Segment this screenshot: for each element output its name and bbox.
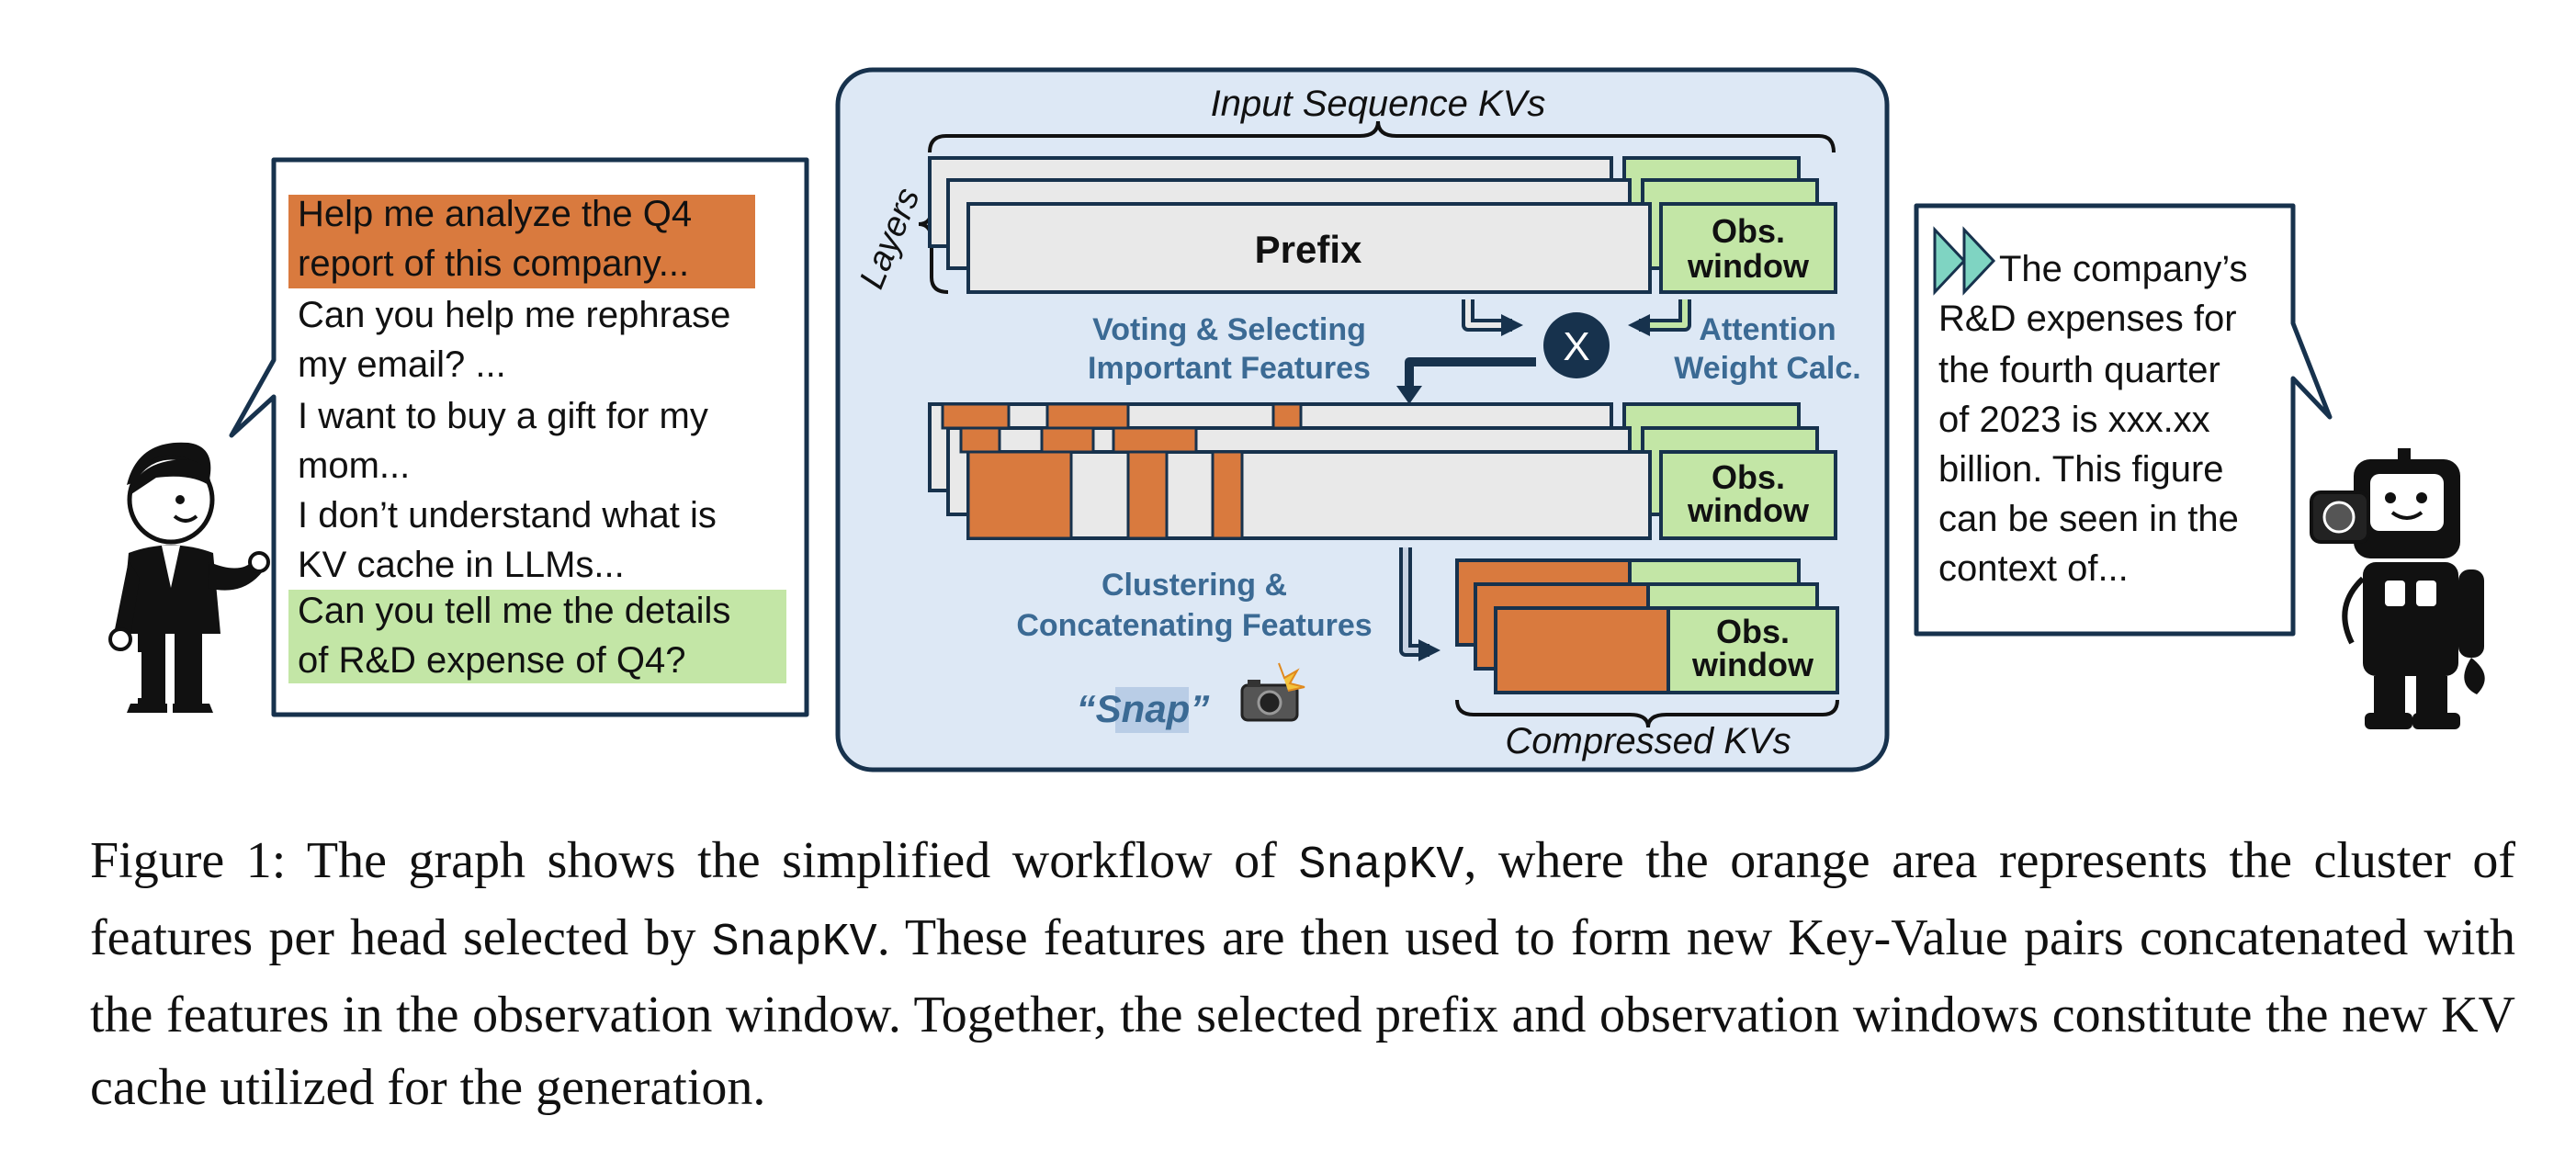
snap-label: “Snap” bbox=[1077, 687, 1210, 730]
obs-window-3-line-1: Obs. bbox=[1716, 613, 1790, 650]
prefix-label: Prefix bbox=[1255, 228, 1362, 271]
robot-reply-line-2: R&D expenses for bbox=[1938, 299, 2237, 339]
obs-window-block bbox=[1659, 202, 1837, 294]
orange-prompt-highlight bbox=[288, 195, 755, 288]
attention-label-line-2: Weight Calc. bbox=[1674, 351, 1860, 386]
robot-illustration bbox=[2310, 448, 2485, 729]
fast-forward-icon bbox=[1933, 226, 1996, 296]
clustering-label-line-1: Clustering & bbox=[1102, 568, 1287, 603]
selected-feature-marks bbox=[941, 402, 1303, 540]
user-illustration bbox=[108, 442, 270, 713]
input-brace bbox=[928, 120, 1836, 153]
robot-reply-line-5: billion. This figure bbox=[1938, 449, 2224, 490]
voting-label-line-1: Voting & Selecting bbox=[1092, 312, 1366, 347]
robot-reply-line-4: of 2023 is xxx.xx bbox=[1938, 400, 2210, 440]
voting-label-line-2: Important Features bbox=[1088, 351, 1371, 386]
prompt-1-line-1: Help me analyze the Q4 bbox=[298, 194, 692, 234]
input-sequence-label: Input Sequence KVs bbox=[1211, 84, 1546, 124]
prompt-4-line-1: I don’t understand what is bbox=[298, 495, 717, 536]
compressed-label: Compressed KVs bbox=[1505, 721, 1791, 761]
obs-window-2-line-2: window bbox=[1687, 491, 1810, 529]
prompt-2-line-2: my email? ... bbox=[298, 344, 506, 385]
obs-window-1-line-2: window bbox=[1687, 247, 1810, 285]
caption-part-1: Figure 1: The graph shows the simplified… bbox=[90, 832, 1299, 889]
prefix-block bbox=[966, 202, 1652, 294]
prompt-5-line-2: of R&D expense of Q4? bbox=[298, 640, 685, 681]
robot-reply-line-6: can be seen in the bbox=[1938, 499, 2239, 539]
compressed-brace bbox=[1455, 699, 1839, 728]
figure-caption: Figure 1: The graph shows the simplified… bbox=[90, 825, 2515, 1124]
caption-code-1: SnapKV bbox=[1298, 840, 1464, 892]
prompt-1-line-2: report of this company... bbox=[298, 243, 689, 284]
prompt-4-line-2: KV cache in LLMs... bbox=[298, 545, 625, 585]
caption-part-3: . These features are then used to form n… bbox=[90, 909, 2515, 1116]
selected-features-stack bbox=[928, 402, 1837, 540]
robot-speech-bubble: The company’s R&D expenses for the fourt… bbox=[1914, 203, 2333, 637]
compressed-kv-stack bbox=[1455, 558, 1839, 694]
robot-reply-line-7: context of... bbox=[1938, 548, 2129, 589]
user-speech-bubble: Help me analyze the Q4 report of this co… bbox=[229, 157, 809, 717]
obs-window-1-line-1: Obs. bbox=[1712, 212, 1785, 250]
attention-label-line-1: Attention bbox=[1699, 312, 1836, 347]
multiply-node bbox=[1543, 312, 1610, 378]
prompt-3-line-2: mom... bbox=[298, 445, 410, 486]
obs-window-2-line-1: Obs. bbox=[1712, 458, 1785, 496]
prompt-5-line-1: Can you tell me the details bbox=[298, 591, 730, 631]
input-kv-stack bbox=[928, 156, 1837, 294]
snap-highlight bbox=[1115, 687, 1189, 733]
caption-part-2: , where the orange area represents the c… bbox=[90, 832, 2515, 966]
prompt-2-line-1: Can you help me rephrase bbox=[298, 295, 730, 335]
obs-window-3-line-2: window bbox=[1691, 646, 1814, 683]
robot-reply-line-1: The company’s bbox=[1999, 249, 2248, 289]
workflow-figure: Help me analyze the Q4 report of this co… bbox=[108, 67, 2485, 772]
clustering-label-line-2: Concatenating Features bbox=[1016, 608, 1372, 643]
camera-flash-icon bbox=[1240, 662, 1305, 722]
caption-code-2: SnapKV bbox=[711, 917, 877, 969]
snapkv-diagram-panel: Input Sequence KVs Layers Prefix Obs. wi… bbox=[835, 67, 1890, 772]
green-prompt-highlight bbox=[288, 590, 786, 683]
prompt-3-line-1: I want to buy a gift for my bbox=[298, 396, 708, 436]
multiply-symbol: X bbox=[1563, 324, 1589, 369]
robot-reply-line-3: the fourth quarter bbox=[1938, 350, 2220, 390]
